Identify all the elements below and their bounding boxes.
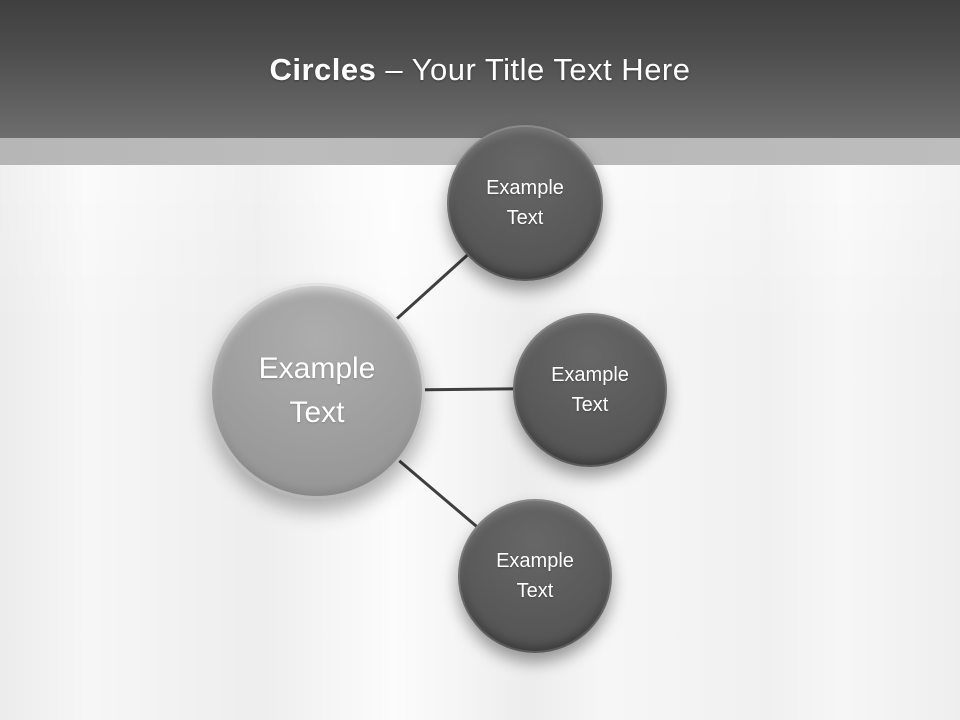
center-circle-label-line1: Example	[258, 352, 376, 385]
slide-title[interactable]: Circles– Your Title Text Here	[0, 0, 960, 88]
satellite-bottom-label-line2: Text	[516, 580, 554, 602]
title-placeholder-text: – Your Title Text Here	[385, 52, 691, 87]
satellite-top-label-line2: Text	[506, 207, 544, 229]
title-keyword: Circles	[269, 52, 377, 87]
satellite-middle-label-line1: Example	[551, 364, 629, 386]
satellite-circle-top[interactable]: Example Text	[447, 125, 603, 281]
satellite-bottom-label-line1: Example	[496, 550, 574, 572]
satellite-circle-bottom[interactable]: Example Text	[458, 499, 612, 653]
satellite-middle-label-line2: Text	[571, 394, 609, 416]
center-circle-label-line2: Text	[289, 396, 345, 429]
title-bar: Circles– Your Title Text Here	[0, 0, 960, 138]
satellite-top-label-line1: Example	[486, 177, 564, 199]
center-circle[interactable]: Example Text	[209, 283, 425, 499]
satellite-circle-middle[interactable]: Example Text	[513, 313, 667, 467]
